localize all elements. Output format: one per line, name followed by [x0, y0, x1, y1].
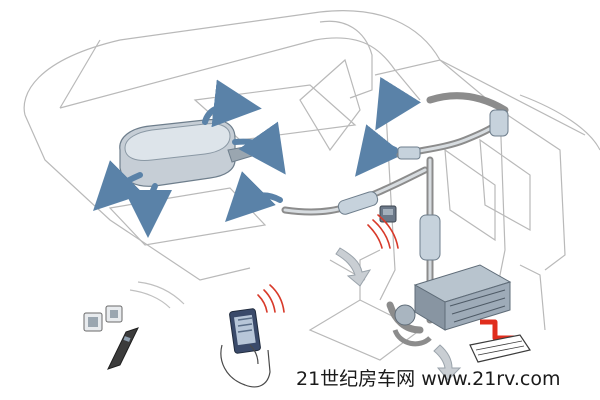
- watermark-text: 21世纪房车网 www.21rv.com: [296, 368, 561, 390]
- airflow-arrow-icon: [93, 76, 422, 238]
- airflow-arrow-gray: [335, 247, 462, 381]
- control-panel-icon: [83, 305, 123, 332]
- gas-inlet-icon: [469, 319, 531, 363]
- wireless-signal-gray: [129, 281, 185, 309]
- remote-control-icon: [107, 327, 139, 370]
- smartphone-app-icon: [220, 308, 271, 388]
- wireless-signal-icon: [257, 214, 399, 313]
- room-sensor-icon: [379, 205, 397, 223]
- duct-sleeves: [337, 109, 509, 261]
- roof-air-conditioner-icon: [119, 119, 253, 187]
- heater-unit-icon: [392, 264, 512, 347]
